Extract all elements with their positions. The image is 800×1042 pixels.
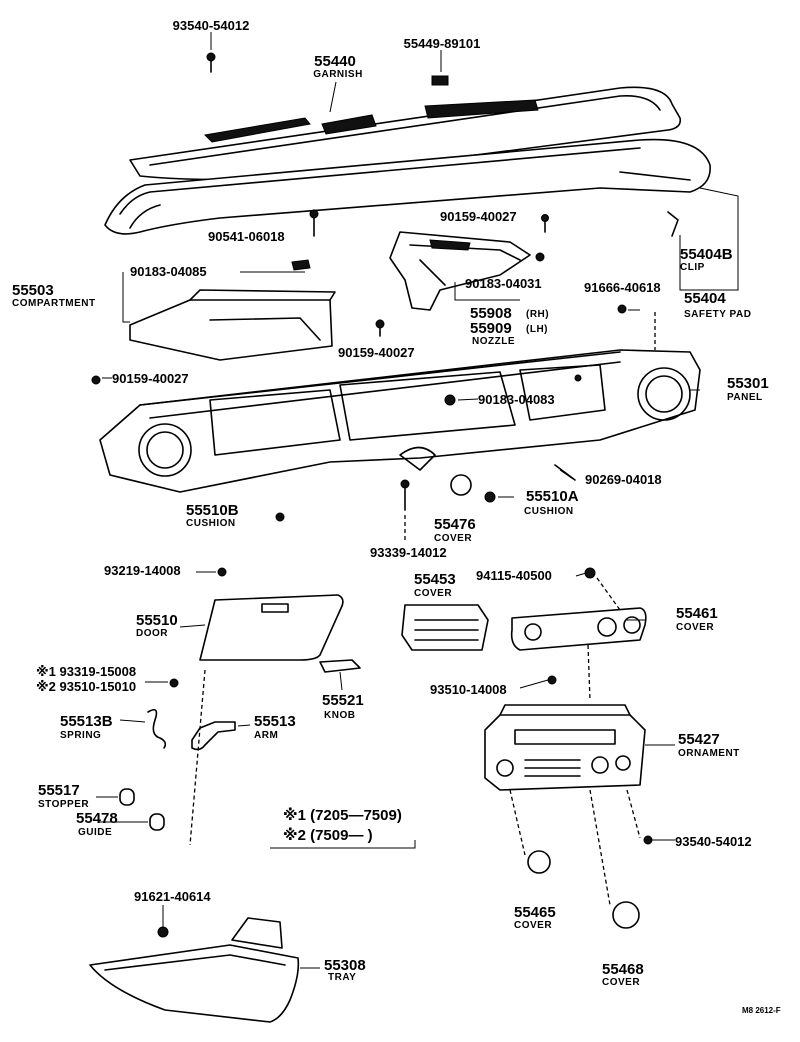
cover-55465-drawing [527,850,551,874]
garnish-drawing [129,75,682,181]
label-93540-54012-bottom: 93540-54012 [675,834,752,849]
label-ref-code: M8 2612-F [742,1006,781,1015]
knob-drawing [319,659,361,673]
label-90269-04018: 90269-04018 [585,472,662,487]
label-55427: 55427 [678,731,720,748]
label-55404-name: SAFETY PAD [684,309,751,320]
label-nozzle-name: NOZZLE [472,336,515,347]
fasteners [91,52,679,938]
label-55521: 55521 [322,692,364,709]
ornament-drawing [484,704,646,791]
label-55909-side: (LH) [526,324,548,335]
door-drawing [199,594,344,661]
leader-lines [96,32,739,969]
label-94115-40500: 94115-40500 [476,568,552,583]
label-note-2: ※2 (7509— ) [283,826,373,844]
arm-drawing [191,721,236,751]
cover-55453-drawing [401,604,489,651]
label-55427-name: ORNAMENT [678,748,740,759]
label-91621-40614: 91621-40614 [134,889,211,904]
label-55517-name: STOPPER [38,799,89,810]
label-55510b-name: CUSHION [186,518,236,529]
label-55301-name: PANEL [727,392,763,403]
label-55517: 55517 [38,782,80,799]
label-55909: 55909 [470,320,512,337]
label-55513-name: ARM [254,730,278,741]
label-55908: 55908 [470,305,512,322]
label-55449-89101: 55449-89101 [404,36,481,51]
safety-pad-drawing [104,138,711,235]
cover-55476-drawing [450,474,472,496]
label-note-1: ※1 (7205—7509) [283,806,402,824]
label-93339-14012: 93339-14012 [370,545,447,560]
label-55301: 55301 [727,375,769,392]
assembly-lines [189,312,656,906]
label-55476: 55476 [434,516,476,533]
panel-drawing [99,349,701,493]
label-55513b: 55513B [60,713,113,730]
cover-55461-drawing [510,607,647,651]
label-90159-40027-c: 90159-40027 [112,371,189,386]
label-55513: 55513 [254,713,296,730]
label-55468-name: COVER [602,977,640,988]
label-55404: 55404 [684,290,726,307]
label-55468: 55468 [602,961,644,978]
label-55308-name: TRAY [328,972,356,983]
label-55440: 55440 [314,53,356,70]
label-55404b-name: CLIP [680,262,705,273]
label-55461-name: COVER [676,622,714,633]
guide-drawing [149,813,165,831]
label-55510: 55510 [136,612,178,629]
label-55521-name: KNOB [324,710,355,721]
label-55513b-name: SPRING [60,730,101,741]
label-93219-14008: 93219-14008 [104,563,181,578]
label-90183-04031: 90183-04031 [465,276,542,291]
cover-55468-drawing [612,901,640,929]
label-55404b: 55404B [680,246,733,263]
label-55465-name: COVER [514,920,552,931]
label-93319-15008: ※1 93319-15008 [36,664,136,679]
label-55503-name: COMPARTMENT [12,298,96,309]
stopper-drawing [119,788,135,806]
label-55453-name: COVER [414,588,452,599]
label-93510-14008: 93510-14008 [430,682,507,697]
part-labels: 93540-54012 55449-89101 55440 GARNISH 90… [12,18,781,1015]
label-90159-40027-a: 90159-40027 [440,209,517,224]
label-55453: 55453 [414,571,456,588]
label-55510b: 55510B [186,502,239,519]
label-55510a-name: CUSHION [524,506,574,517]
label-55503: 55503 [12,282,54,299]
tray-drawing [89,917,300,1023]
label-55510-name: DOOR [136,628,168,639]
label-55478: 55478 [76,810,118,827]
label-55461: 55461 [676,605,718,622]
label-93510-15010: ※2 93510-15010 [36,679,136,694]
label-91666-40618: 91666-40618 [584,280,661,295]
label-90541-06018: 90541-06018 [208,229,285,244]
nozzle-drawing [389,231,531,311]
label-55478-name: GUIDE [78,827,112,838]
label-90159-40027-b: 90159-40027 [338,345,415,360]
spring-drawing [147,709,167,749]
label-55465: 55465 [514,904,556,921]
compartment-drawing [129,259,336,361]
label-55476-name: COVER [434,533,472,544]
label-93540-54012-top: 93540-54012 [173,18,250,33]
label-90183-04085: 90183-04085 [130,264,207,279]
label-55908-side: (RH) [526,309,549,320]
label-55510a: 55510A [526,488,579,505]
label-55440-name: GARNISH [313,69,363,80]
label-55308: 55308 [324,957,366,974]
label-90183-04083: 90183-04083 [478,392,555,407]
